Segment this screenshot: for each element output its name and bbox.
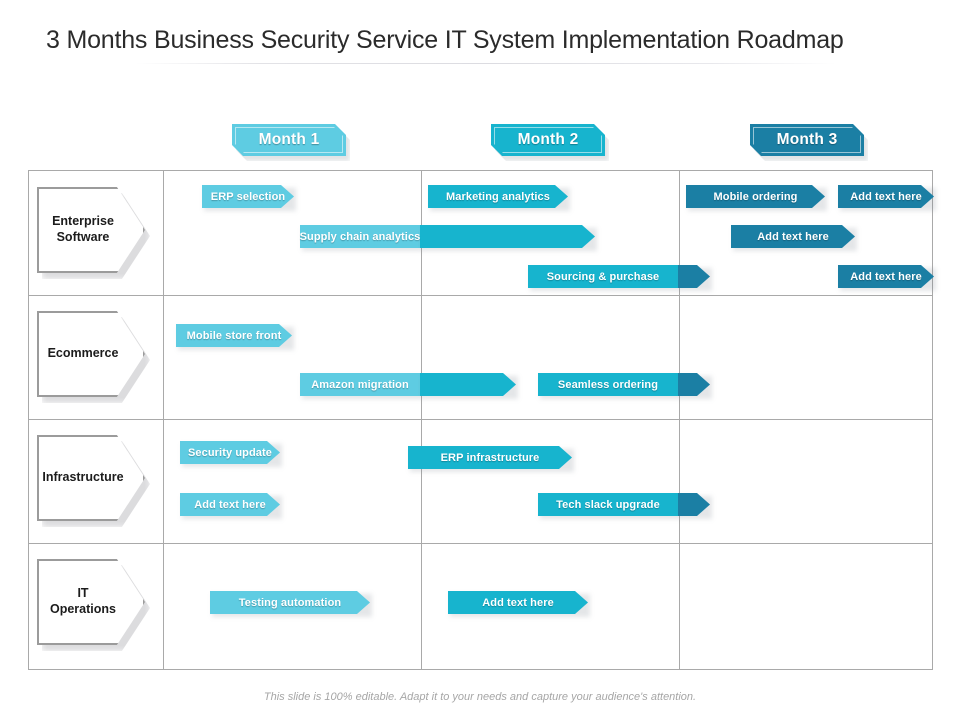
task-bar-segment-month3 — [686, 185, 825, 208]
task-bar-segment-month1 — [210, 591, 370, 614]
task-bar-label: Marketing analytics — [446, 190, 550, 203]
month-badge-3[interactable]: Month 3 — [750, 124, 864, 156]
task-bar-label: Tech slack upgrade — [556, 498, 660, 511]
title-bar: 3 Months Business Security Service IT Sy… — [0, 0, 960, 78]
task-bar[interactable]: Mobile store front — [176, 324, 294, 350]
grid-row-divider-3 — [29, 543, 932, 544]
task-bar-label: Mobile ordering — [713, 190, 798, 203]
month-badge-label: Month 3 — [776, 131, 838, 148]
task-bar[interactable]: Add text here — [180, 493, 282, 519]
title-divider — [136, 63, 836, 64]
task-bar-segment-month1 — [300, 225, 420, 248]
row-label-infrastructure[interactable]: Infrastructure — [37, 435, 150, 527]
task-bar[interactable]: Seamless ordering — [538, 373, 712, 399]
task-bar[interactable]: Add text here — [731, 225, 857, 251]
task-bar-label: Supply chain analytics — [299, 230, 421, 243]
grid-row-divider-1 — [29, 295, 932, 296]
task-bar[interactable]: Add text here — [448, 591, 590, 617]
task-bar[interactable]: Add text here — [838, 265, 936, 291]
task-bar-label: Add text here — [194, 498, 266, 511]
task-bar-segment-month3 — [731, 225, 855, 248]
task-bar-label: Add text here — [850, 190, 922, 203]
task-bar-segment-month2 — [408, 446, 572, 469]
page-title: 3 Months Business Security Service IT Sy… — [46, 26, 844, 54]
task-bar-label: Sourcing & purchase — [546, 270, 660, 283]
task-bar-label: Mobile store front — [186, 329, 282, 342]
task-bar-segment-month1 — [300, 373, 420, 396]
footer-note: This slide is 100% editable. Adapt it to… — [263, 691, 697, 703]
task-bar[interactable]: Add text here — [838, 185, 936, 211]
task-bar-segment-month1 — [180, 493, 280, 516]
task-bar-label: Security update — [187, 446, 273, 459]
row-label-line2: Software — [56, 230, 110, 244]
task-bar[interactable]: Supply chain analytics — [299, 225, 597, 251]
task-bar-segment-month3 — [678, 265, 710, 288]
task-bar-label: ERP infrastructure — [440, 451, 540, 464]
task-bar-label: Add text here — [850, 270, 922, 283]
task-bar-segment-month3 — [838, 185, 934, 208]
task-bar-label: Add text here — [757, 230, 829, 243]
grid-column-divider-1 — [163, 171, 164, 669]
row-label-text: Infrastructure — [37, 435, 145, 521]
task-bar-label: ERP selection — [210, 190, 286, 203]
task-bar-segment-month2 — [528, 265, 678, 288]
task-bar-label: Seamless ordering — [557, 378, 659, 391]
task-bar-segment-month3 — [838, 265, 934, 288]
task-bar[interactable]: ERP selection — [202, 185, 296, 211]
grid-row-divider-2 — [29, 419, 932, 420]
grid-column-divider-3 — [679, 171, 680, 669]
task-bar-segment-month2 — [538, 373, 678, 396]
task-bar-segment-month1 — [180, 441, 280, 464]
task-bar-segment-month2 — [420, 373, 516, 396]
task-bar-segment-month2 — [428, 185, 568, 208]
row-label-line1: Infrastructure — [42, 470, 124, 485]
row-label-line1: IT — [77, 586, 89, 601]
task-bar-segment-month3 — [678, 373, 710, 396]
task-bar-segment-month3 — [678, 493, 710, 516]
row-label-text: Ecommerce — [37, 311, 145, 397]
task-bar[interactable]: Marketing analytics — [428, 185, 570, 211]
task-bar-segment-month1 — [202, 185, 294, 208]
task-bar-segment-month2 — [420, 225, 595, 248]
row-label-line2: Operations — [50, 602, 116, 616]
month-badge-1[interactable]: Month 1 — [232, 124, 346, 156]
task-bar-segment-month1 — [176, 324, 292, 347]
month-badge-label: Month 1 — [258, 131, 320, 148]
task-bar[interactable]: Tech slack upgrade — [538, 493, 712, 519]
row-label-ecommerce[interactable]: Ecommerce — [37, 311, 150, 403]
task-bar[interactable]: Testing automation — [210, 591, 372, 617]
row-label-line1: Ecommerce — [47, 346, 119, 361]
grid-column-divider-2 — [421, 171, 422, 669]
task-bar-label: Amazon migration — [311, 378, 409, 391]
task-bar-segment-month2 — [538, 493, 678, 516]
task-bar[interactable]: ERP infrastructure — [408, 446, 574, 472]
row-label-line1: Enterprise — [52, 214, 114, 229]
task-bar[interactable]: Security update — [180, 441, 282, 467]
month-badge-2[interactable]: Month 2 — [491, 124, 605, 156]
task-bar-label: Testing automation — [238, 596, 342, 609]
task-bar[interactable]: Sourcing & purchase — [528, 265, 712, 291]
task-bar-segment-month2 — [448, 591, 588, 614]
month-badge-label: Month 2 — [517, 131, 579, 148]
task-bar[interactable]: Amazon migration — [300, 373, 518, 399]
task-bar[interactable]: Mobile ordering — [686, 185, 827, 211]
task-bar-label: Add text here — [482, 596, 554, 609]
